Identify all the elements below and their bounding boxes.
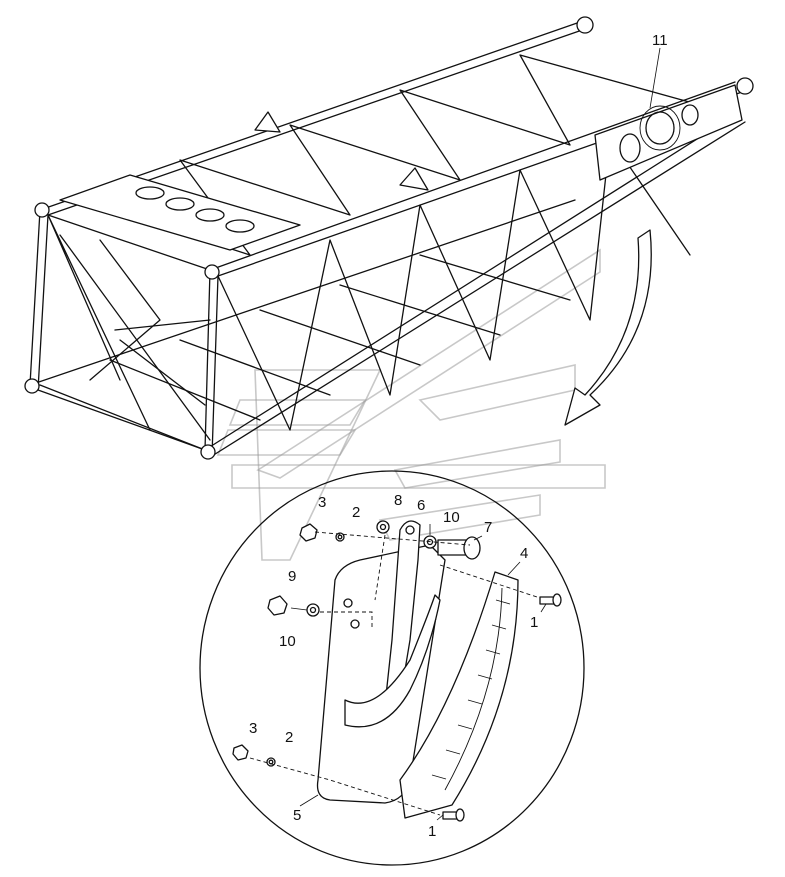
direction-arrow [564,229,652,426]
callout-10-left: 10 [279,633,296,650]
callout-10-top: 10 [443,509,460,526]
leader-lines [290,47,661,821]
callout-2-top: 2 [352,504,360,521]
lattice-boom-section [24,16,754,460]
callout-1-top: 1 [530,614,538,631]
callout-8: 8 [394,492,402,509]
callout-labels: 11 3 2 8 6 10 7 4 9 10 1 3 2 5 1 [249,32,668,840]
callout-7: 7 [484,519,492,536]
callout-1-bottom: 1 [428,823,436,840]
scale-plate [399,571,519,819]
detail-circle [199,470,585,866]
callout-3-bottom: 3 [249,720,257,737]
callout-6: 6 [417,497,425,514]
callout-3-top: 3 [318,494,326,511]
callout-5: 5 [293,807,301,824]
angle-indicator-assembly [232,520,562,822]
callout-2-bottom: 2 [285,729,293,746]
callout-4: 4 [520,545,528,562]
callout-9: 9 [288,568,296,585]
callout-11: 11 [652,32,668,49]
